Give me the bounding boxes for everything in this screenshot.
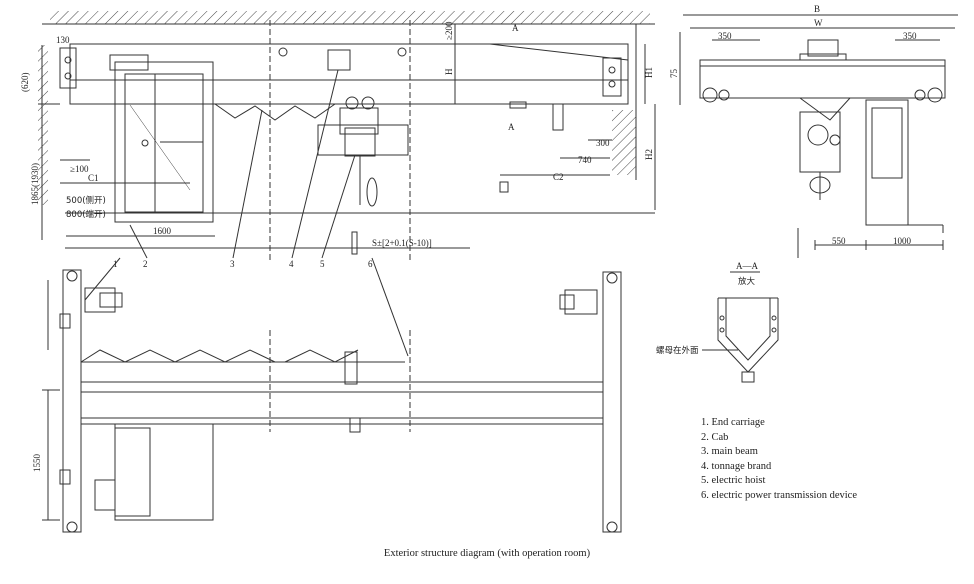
callout-3: 3	[230, 259, 235, 269]
section-scale: 放大	[738, 276, 756, 287]
dim-620: (620)	[20, 73, 30, 93]
dim-1600: 1600	[153, 226, 172, 236]
section-labels: A—A 放大 螺母在外面	[656, 261, 758, 356]
callout-numbers: 1 2 3 4 5 6	[113, 259, 373, 269]
side-view	[679, 14, 958, 258]
section-mark-top: A	[512, 23, 519, 33]
dim-800: 800(端开)	[66, 209, 106, 220]
dim-span: S±[2+0.1(S-10)]	[372, 238, 432, 248]
dim-350-right: 350	[903, 31, 917, 41]
front-elevation	[38, 11, 656, 357]
legend-item-electric-hoist: 5. electric hoist	[701, 475, 766, 487]
dim-b: B	[814, 4, 820, 14]
legend-item-cab: 2. Cab	[701, 431, 729, 443]
legend-item-end-carriage: 1. End carriage	[701, 417, 765, 428]
dim-c2: C2	[553, 172, 564, 182]
dim-350-left: 350	[718, 31, 732, 41]
dim-500: 500(侧开)	[66, 195, 106, 206]
dim-75: 75	[669, 69, 679, 79]
dim-1000: 1000	[893, 236, 912, 246]
diagram-caption: Exterior structure diagram (with operati…	[383, 548, 591, 559]
dimension-labels: 130 (620) 1865(1930) ≥100 C1 500(侧开) 800…	[20, 4, 917, 472]
dim-h2: H2	[644, 149, 654, 160]
dim-c1: C1	[88, 173, 99, 183]
dim-1865: 1865(1930)	[30, 163, 40, 205]
callout-5: 5	[320, 259, 325, 269]
legend-item-power-transmission: 6. electric power transmission device	[701, 489, 857, 501]
callout-6: 6	[368, 259, 373, 269]
legend: 1. End carriage 2. Cab 3. main beam 4. t…	[701, 416, 857, 504]
dim-100: ≥100	[70, 164, 89, 174]
legend-item-tonnage-brand: 4. tonnage brand	[701, 460, 772, 472]
callout-2: 2	[143, 259, 148, 269]
section-note: 螺母在外面	[656, 345, 699, 356]
legend-item-main-beam: 3. main beam	[701, 446, 758, 458]
section-a-a	[702, 271, 779, 383]
dim-1550: 1550	[32, 454, 42, 473]
dim-740: 740	[578, 155, 592, 165]
dim-550: 550	[832, 236, 846, 246]
plan-view	[42, 269, 622, 533]
dim-130: 130	[56, 35, 70, 45]
callout-4: 4	[289, 259, 294, 269]
section-title: A—A	[736, 261, 758, 271]
callout-1: 1	[113, 259, 118, 269]
dim-200: ≥200	[444, 21, 454, 40]
dim-h1: H1	[644, 67, 654, 78]
dim-300: 300	[596, 138, 610, 148]
section-mark-bottom: A	[508, 122, 515, 132]
dim-h: H	[444, 68, 454, 75]
dim-w: W	[814, 18, 823, 28]
